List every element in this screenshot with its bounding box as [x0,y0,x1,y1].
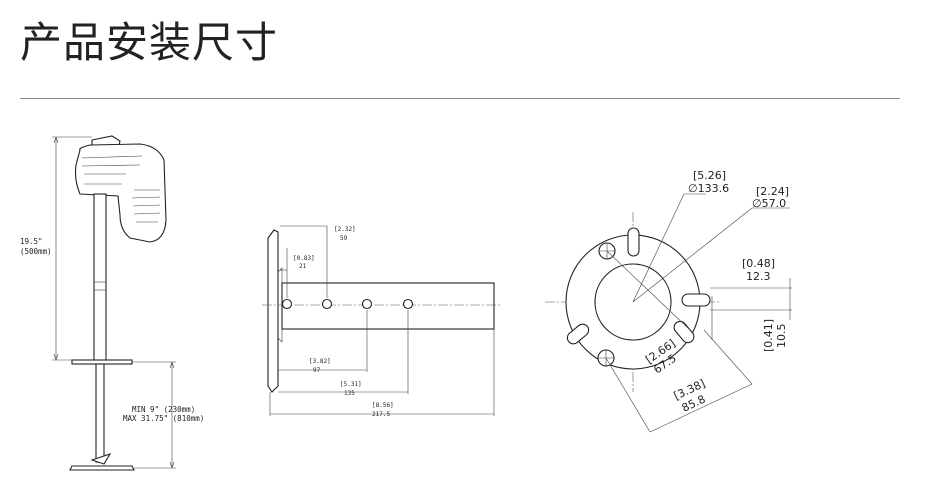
slot-width-mm: 12.3 [746,270,771,283]
dim-a-mm: 21 [299,263,307,270]
height-dim-arrows [53,136,59,361]
title-divider [20,98,900,99]
bolt-circle-leader [606,250,691,331]
dim-b-mm: 59 [340,235,348,242]
dim-a-in: [0.83] [293,255,315,262]
foot-tab [90,453,112,465]
height-mm-label: (500mm) [20,247,52,256]
ext-min-label: MIN 9" (230mm) [132,405,195,414]
outer-dia-in: [5.26] [693,169,726,182]
housing-ribs [81,155,143,185]
page-title: 产品安装尺寸 [20,18,279,67]
jack-foot [69,465,135,471]
dim-c-mm: 97 [313,367,321,374]
outer-dia-mm: ∅133.6 [688,182,729,195]
bracket-hole-4 [402,298,414,310]
inner-tube [95,363,105,463]
housing-vent [131,189,161,223]
bolt-span-ext-1 [605,357,651,433]
slot-top [627,227,640,257]
side-view: 19.5" (500mm) MIN 9" (230mm) MAX 31.75" … [20,135,204,471]
dim-d-in: [5.31] [340,381,362,388]
slot-left [566,323,590,345]
flange-view: [5.26] ∅133.6 [2.24] ∅57.0 [0.48] 12.3 [… [545,169,792,433]
bracket-tube [281,282,495,330]
bracket-hole-1 [281,298,293,310]
dim-e-mm: 217.5 [372,411,390,418]
dim-e-in: [8.56] [372,402,394,409]
bracket-hole-3 [361,298,373,310]
inner-dia-leader [632,207,753,303]
bolt-span-ext-2 [703,329,753,385]
slot-right [681,293,711,307]
bolt-span-dim [649,383,753,433]
dim-d-mm: 135 [344,390,355,397]
inner-dia-in: [2.24] [756,185,789,198]
bracket-hole-2 [321,298,333,310]
dim-b-in: [2.32] [334,226,356,233]
mount-plate [71,359,133,365]
slot-height-mm: 10.5 [775,324,788,349]
inner-dia-mm: ∅57.0 [752,197,786,210]
dim-c-in: [3.82] [309,358,331,365]
height-label: 19.5" [20,237,43,246]
slot-height-in: [0.41] [762,319,775,352]
slot-width-in: [0.48] [742,257,775,270]
ext-max-label: MAX 31.75" (810mm) [123,414,204,423]
bracket-flange [267,229,279,393]
slot-lower-right [673,320,695,344]
outer-tube [93,193,107,363]
ext-dim-arrows [169,361,175,469]
bracket-view: [0.83] 21 [2.32] 59 [3.82] 97 [5.31] 135… [262,225,500,418]
jack-housing [74,143,167,243]
